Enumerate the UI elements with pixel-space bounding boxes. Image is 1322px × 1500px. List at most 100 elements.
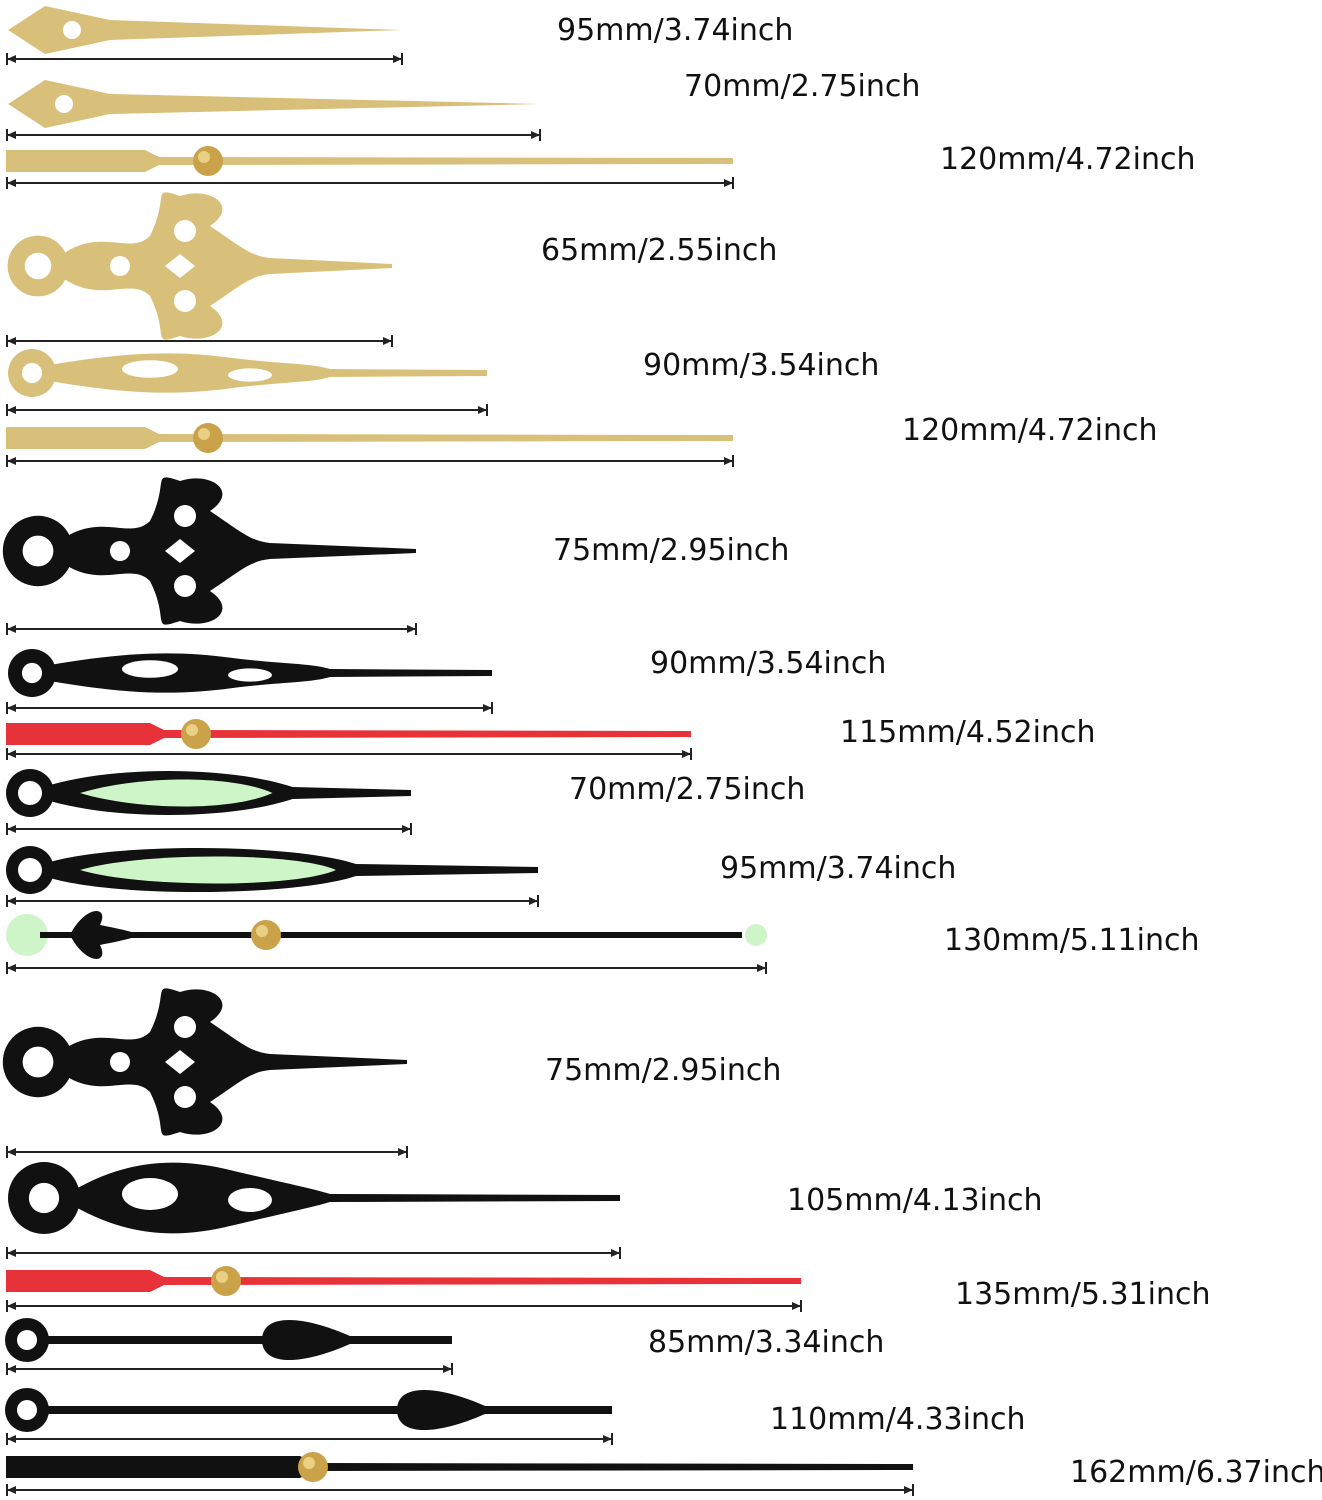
stick-hand-body [6,150,733,172]
ornate-cutout [174,575,196,597]
size-label-2: 70mm/2.75inch [684,69,921,104]
teardrop-shaft [45,1336,452,1344]
dimension-line-9 [6,748,692,760]
scroll-cutout [122,360,178,378]
size-label-13: 75mm/2.95inch [545,1053,782,1088]
ornate-cutout [174,1086,196,1108]
stick-hand-body [6,427,733,449]
lume-dot-tip [745,924,767,946]
mount-hole-icon [24,252,52,280]
arrowhead-end [478,406,487,414]
arrowhead-start [7,1486,16,1494]
ornate-cutout [110,541,130,561]
dimension-line-11 [6,895,539,907]
mount-hole-icon [17,1400,37,1420]
pin-highlight [303,1457,315,1469]
size-label-14: 105mm/4.13inch [787,1183,1043,1218]
ornate-cutout [165,254,195,278]
arrowhead-end [383,337,392,345]
size-label-15: 135mm/5.31inch [955,1277,1211,1312]
arrowhead-end [483,704,492,712]
dimension-line-10 [6,823,412,835]
pin-highlight [256,925,268,937]
dimension-line-17 [6,1433,613,1445]
clock-hand-16 [5,1318,452,1362]
stick-hand-body [6,1270,801,1292]
mount-hole-icon [22,535,54,567]
scroll-hand-body [50,653,492,693]
arrowhead-end [529,897,538,905]
clock-hand-14 [8,1162,620,1234]
size-label-16: 85mm/3.34inch [648,1325,885,1360]
ornate-hand-body [60,988,407,1136]
clock-hand-15 [6,1266,801,1296]
clock-hand-12 [6,911,767,959]
clock-hand-3 [6,146,733,176]
scroll-cutout [228,368,272,382]
arrowhead-end [531,131,540,139]
size-label-8: 90mm/3.54inch [650,646,887,681]
pin-highlight [216,1271,228,1283]
size-label-10: 70mm/2.75inch [569,772,806,807]
arrowhead-end [443,1365,452,1373]
arrowhead-start [7,704,16,712]
mount-hole-icon [55,95,73,113]
mount-hole-icon [18,781,42,805]
size-label-7: 75mm/2.95inch [553,533,790,568]
pin-highlight [198,428,210,440]
mount-hole-icon [22,1046,54,1078]
ornate-cutout [174,220,196,242]
clock-hand-5 [8,349,487,397]
mount-hole-icon [21,662,43,684]
size-label-17: 110mm/4.33inch [770,1402,1026,1437]
arrowhead-start [7,1435,16,1443]
dimension-line-1 [6,53,403,65]
arrowhead-start [7,625,16,633]
arrowhead-start [7,179,16,187]
scroll-cutout [122,660,178,678]
dimension-line-5 [6,404,488,416]
clock-hand-11 [6,846,538,894]
ornate-cutout [165,1050,195,1074]
arrowhead-start [7,897,16,905]
arrowhead-start [7,750,16,758]
teardrop-shaft [45,1406,612,1414]
lume-second-body [40,932,742,938]
size-label-6: 120mm/4.72inch [902,413,1158,448]
lume-insert [80,779,273,807]
arrowhead-end [757,964,766,972]
ornate-cutout [110,1052,130,1072]
teardrop-weight [262,1319,350,1361]
ornate-cutout [174,290,196,312]
scroll-cutout [122,1178,178,1210]
size-label-18: 162mm/6.37inch [1070,1455,1322,1490]
arrowhead-end [398,1148,407,1156]
arrowhead-end [611,1249,620,1257]
arrowhead-start [7,406,16,414]
ornate-cutout [174,505,196,527]
dimension-line-6 [6,455,734,467]
ornate-hand-body [60,192,392,340]
counterweight [70,911,140,959]
arrowhead-start [7,1249,16,1257]
clock-hand-18 [6,1452,913,1482]
scroll-cutout [228,1188,272,1212]
size-label-5: 90mm/3.54inch [643,348,880,383]
ornate-cutout [165,539,195,563]
scroll-hand-body [74,1162,620,1234]
arrowhead-end [393,55,402,63]
dimension-line-14 [6,1247,621,1259]
arrowhead-start [7,131,16,139]
mount-hole-icon [17,1330,37,1350]
pin-highlight [186,724,198,736]
clock-hand-6 [6,423,733,453]
ornate-cutout [110,256,130,276]
size-label-4: 65mm/2.55inch [541,233,778,268]
dimension-line-18 [6,1484,914,1496]
teardrop-weight [397,1389,485,1431]
size-label-9: 115mm/4.52inch [840,715,1096,750]
arrowhead-end [724,179,733,187]
clock-hand-2 [8,80,540,128]
ornate-cutout [174,1016,196,1038]
